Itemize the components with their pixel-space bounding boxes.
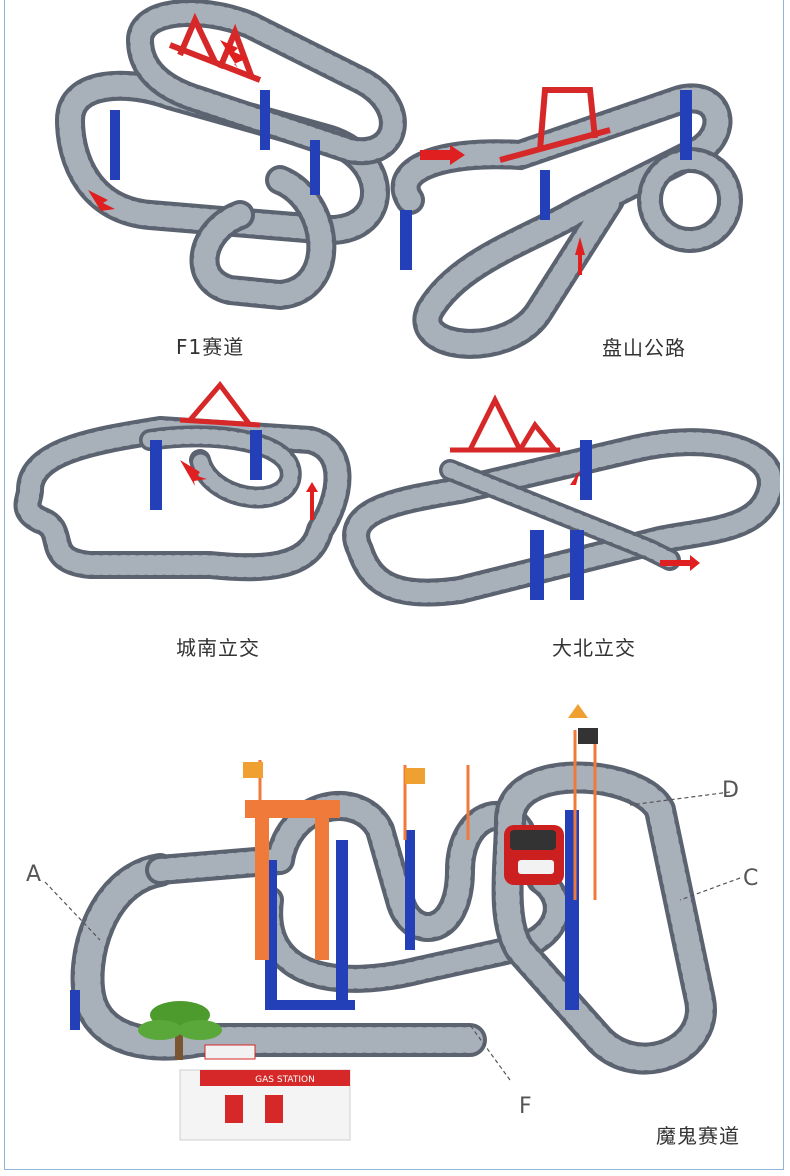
panshan-track-image <box>390 83 743 359</box>
page-frame <box>4 0 784 1170</box>
dabei-track-image <box>342 394 780 607</box>
caption-panshan: 盘山公路 <box>602 336 686 360</box>
label-a: A <box>26 862 42 887</box>
label-d: D <box>722 778 739 803</box>
chengnan-track-image <box>13 381 352 582</box>
mogui-track-image: GAS STATION <box>44 704 741 1141</box>
caption-f1: F1赛道 <box>176 335 245 359</box>
label-c: C <box>743 866 759 891</box>
red-car <box>504 825 564 885</box>
caption-chengnan: 城南立交 <box>176 636 260 660</box>
f1-track-image <box>55 0 407 310</box>
caption-mogui: 魔鬼赛道 <box>656 1124 740 1148</box>
caption-dabei: 大北立交 <box>552 636 636 660</box>
gas-station-sign: GAS STATION <box>255 1075 315 1085</box>
label-f: F <box>519 1094 532 1119</box>
